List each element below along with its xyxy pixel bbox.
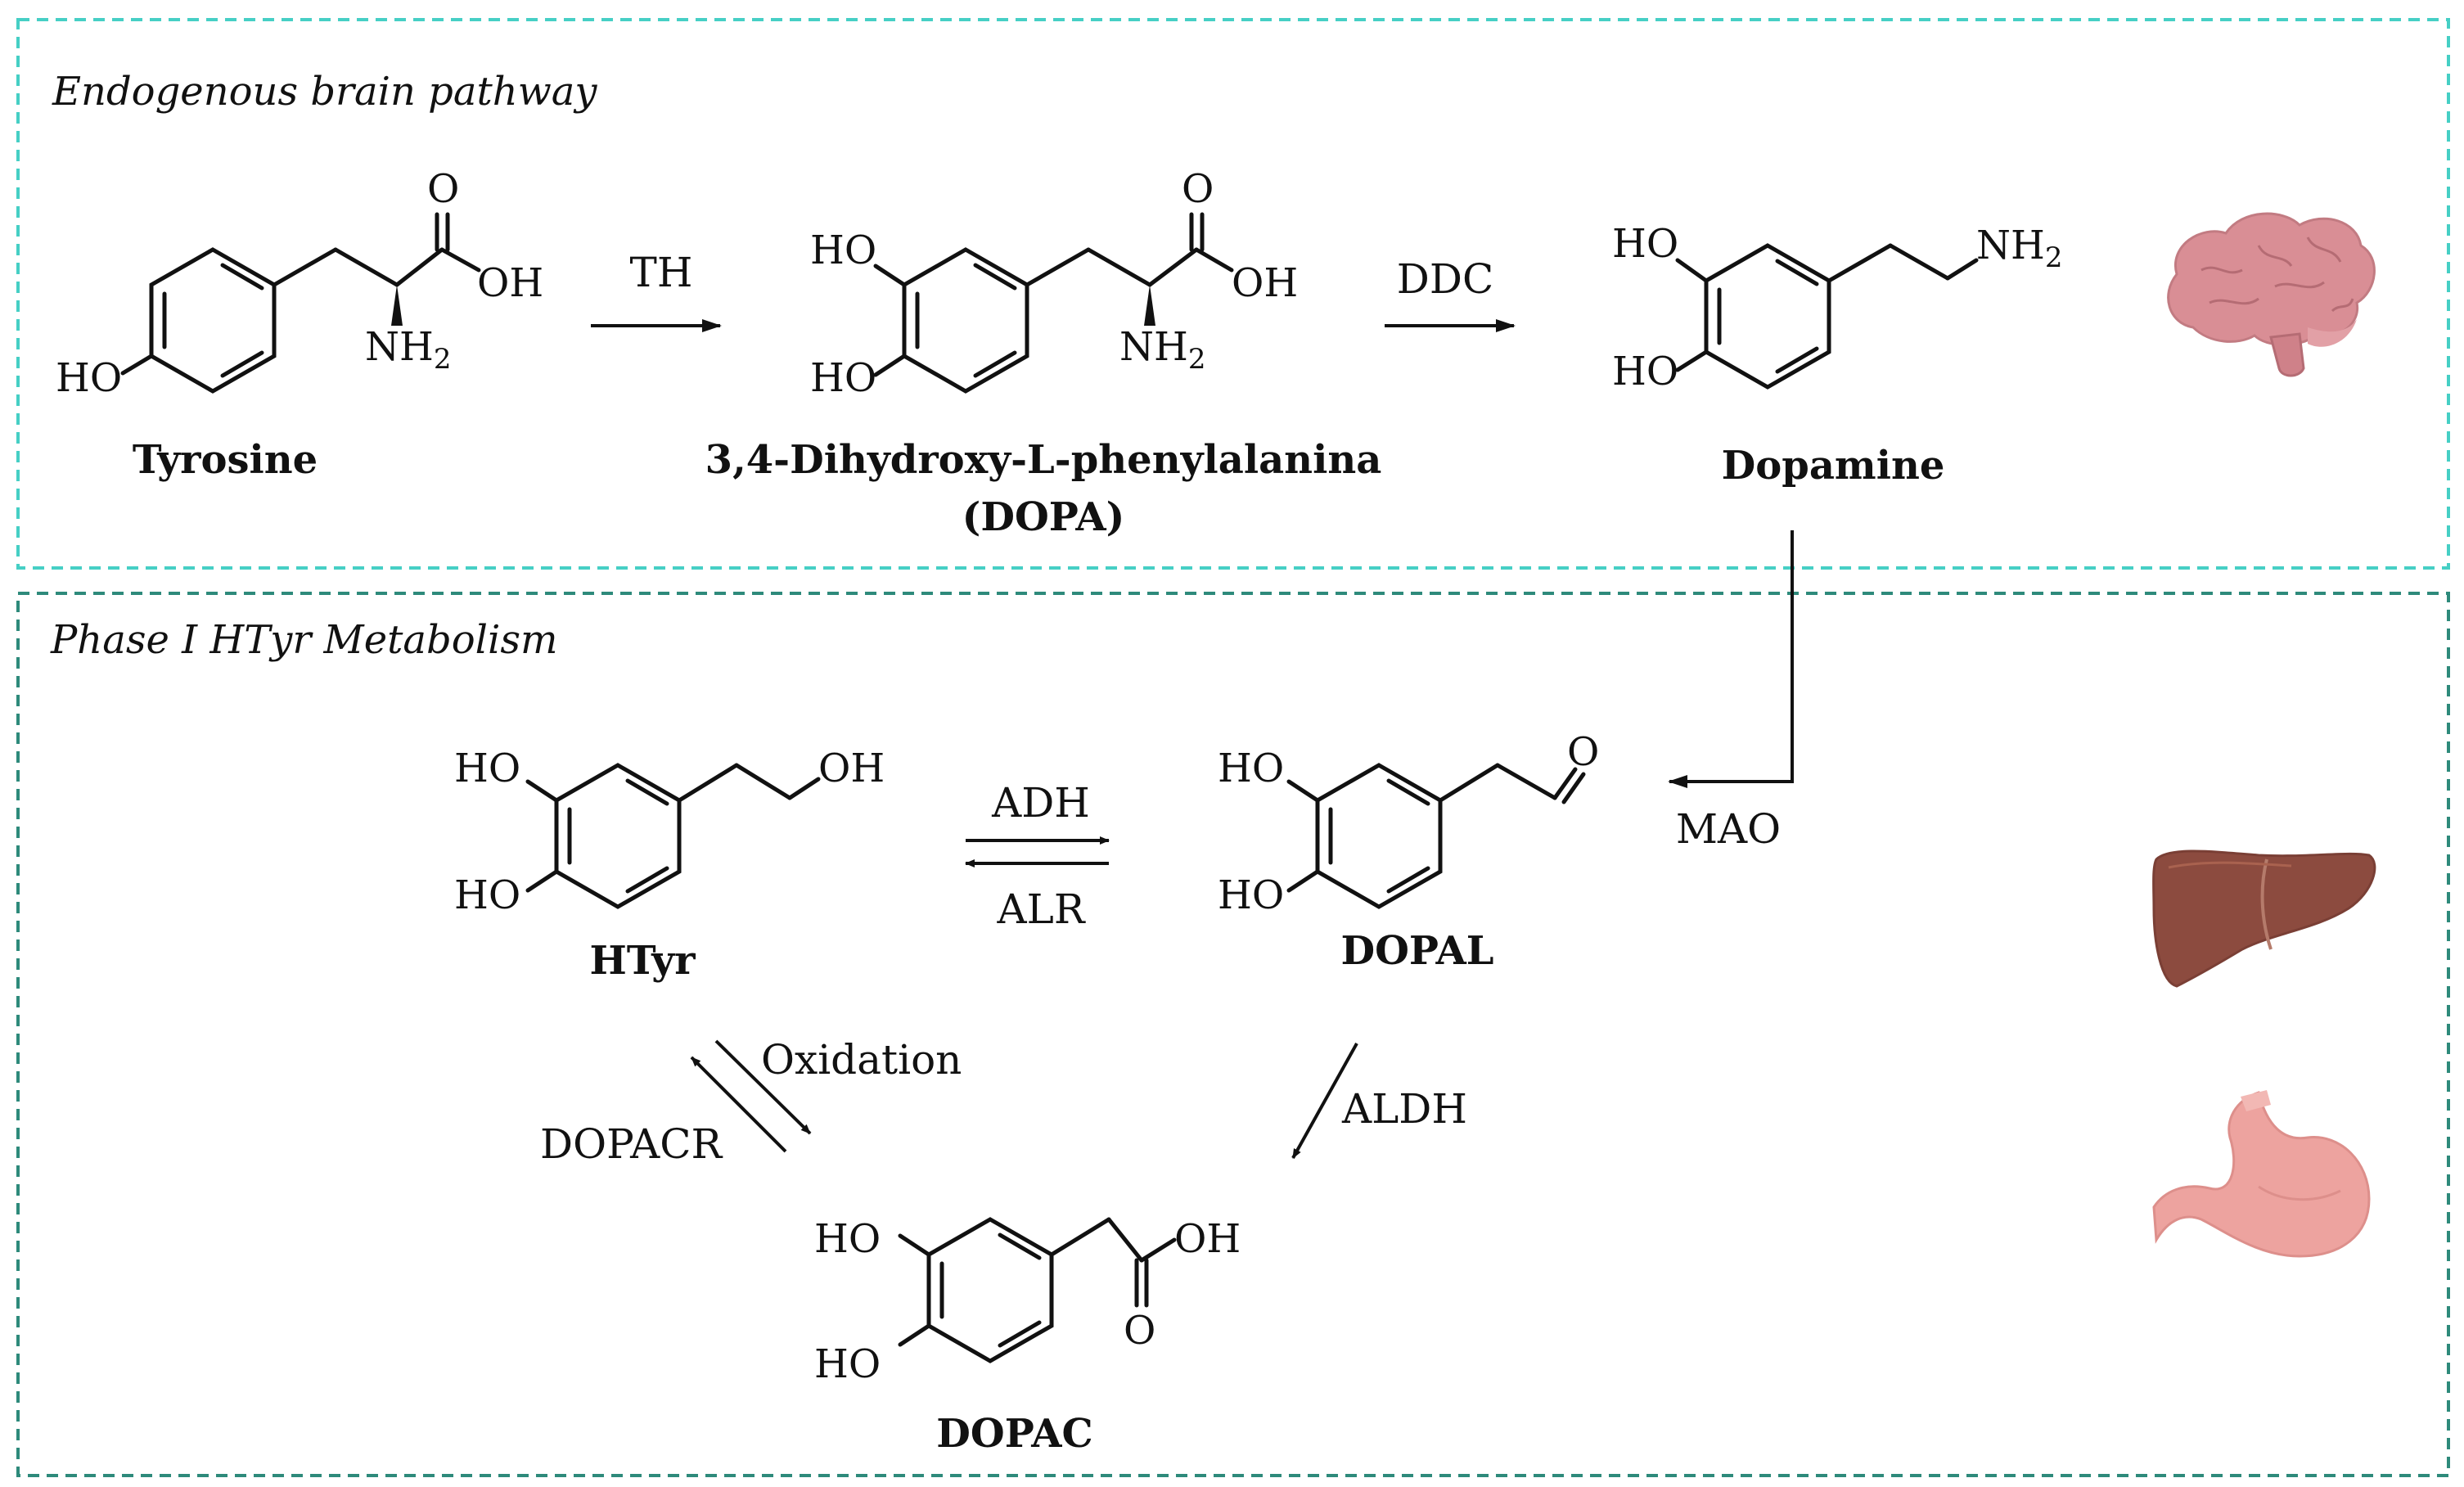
dopal-aldehyde-o: O [1567,729,1599,775]
dopa-ho-bottom: HO [810,355,876,401]
dopa-label-line1: 3,4-Dihydroxy-L-phenylalanina [705,437,1382,483]
metabolism-panel [16,592,2450,1477]
dopac-oh: OH [1174,1216,1241,1262]
dopa-oh: OH [1232,260,1298,306]
dopal-ho-bottom: HO [1218,872,1284,918]
tyrosine-oh: OH [477,260,543,306]
dopa-carbonyl-o: O [1182,166,1214,212]
brain-pathway-panel [16,18,2450,570]
htyr-label: HTyr [590,938,696,984]
dopac-structure: OH O HO HO [814,1216,1241,1387]
dopac-carbonyl-o: O [1124,1308,1155,1354]
dopa-label-line2: (DOPA) [962,494,1125,540]
adh-label: ADH [991,779,1090,827]
metabolism-panel-title: Phase I HTyr Metabolism [50,617,557,663]
dopamine-nh2: NH2 [1976,223,2063,274]
dopamine-ho-bottom: HO [1612,349,1678,394]
tyrosine-label: Tyrosine [133,437,318,483]
dopamine-label: Dopamine [1722,443,1945,489]
htyr-ho-top: HO [454,746,520,791]
htyr-oh: OH [818,746,885,791]
alr-label: ALR [997,885,1086,933]
mao-label: MAO [1676,805,1781,853]
tyrosine-carbonyl-o: O [427,166,459,212]
dopa-nh2: NH2 [1119,324,1206,376]
brain-icon [2167,212,2376,377]
brain-panel-title: Endogenous brain pathway [52,69,597,115]
dopal-ho-top: HO [1218,746,1284,791]
aldh-arrow [1291,1043,1358,1159]
htyr-structure: OH HO HO [454,746,885,918]
tyrosine-structure: O OH NH2 HO [56,166,543,401]
dopac-ho-bottom: HO [814,1341,881,1387]
dopac-ho-top: HO [814,1216,881,1262]
ddc-label: DDC [1397,255,1493,303]
oxidation-label: Oxidation [761,1036,962,1084]
dopamine-structure: NH2 HO HO [1612,221,2063,394]
tyrosine-nh2: NH2 [365,324,452,376]
dopac-label: DOPAC [936,1411,1092,1457]
dopamine-ho-top: HO [1612,221,1678,267]
dopal-label: DOPAL [1340,928,1493,974]
dopa-ho-top: HO [810,228,876,273]
tyrosine-ho: HO [56,355,122,401]
htyr-ho-bottom: HO [454,872,520,918]
oxidation-arrow [714,1039,812,1135]
aldh-label: ALDH [1341,1085,1467,1133]
mao-arrow [1668,530,1794,788]
liver-icon [2152,849,2376,988]
th-label: TH [630,249,693,296]
dopacr-label: DOPACR [540,1120,723,1168]
stomach-icon [2152,1090,2371,1258]
dopal-structure: O HO HO [1218,729,1599,918]
dopacr-arrow [690,1056,787,1153]
dopa-structure: O OH NH2 HO HO [810,166,1298,401]
